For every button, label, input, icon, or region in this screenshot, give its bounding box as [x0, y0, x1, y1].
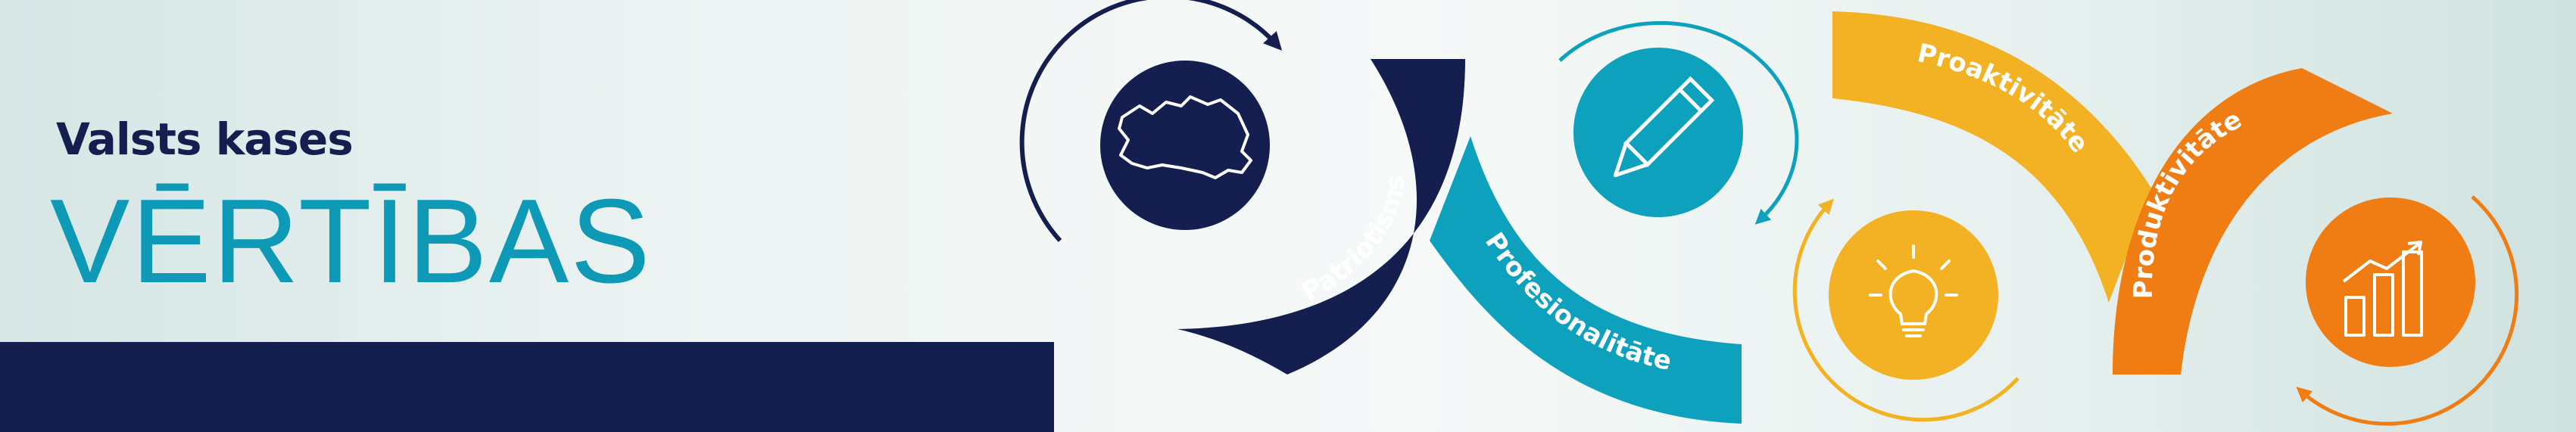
patriotisms-band: [1177, 59, 1465, 375]
value-proaktivitate: Proaktivitāte: [1792, 11, 2152, 422]
value-profesionalitate: Profesionalitāte: [1430, 20, 1799, 424]
patriotisms-circle: [1100, 61, 1270, 230]
bar-chart-icon: [2342, 241, 2423, 337]
value-produktivitate: Produktivitāte: [2113, 68, 2519, 426]
cycle-arrow-icon: [1019, 0, 1283, 243]
latvia-map-icon: [1118, 95, 1252, 179]
proaktivitate-circle: [1829, 210, 1998, 380]
cycle-arrow-icon: [1792, 198, 2019, 422]
pencil-icon: [1613, 76, 1715, 178]
lightbulb-icon: [1869, 244, 1958, 337]
cycle-arrow-icon: [2296, 195, 2519, 426]
profesionalitate-band: [1430, 136, 1742, 424]
banner-subtitle: Valsts kases: [56, 113, 354, 165]
proaktivitate-band: [1832, 11, 2152, 303]
produktivitate-circle: [2306, 197, 2475, 367]
produktivitate-band: [2113, 68, 2393, 375]
value-patriotisms: Patriotisms: [1019, 0, 1465, 375]
profesionalitate-circle: [1573, 48, 1743, 217]
navy-footer-bar: [0, 342, 1054, 432]
cycle-arrow-icon: [1558, 20, 1799, 225]
banner-title: VĒRTĪBAS: [50, 175, 652, 308]
